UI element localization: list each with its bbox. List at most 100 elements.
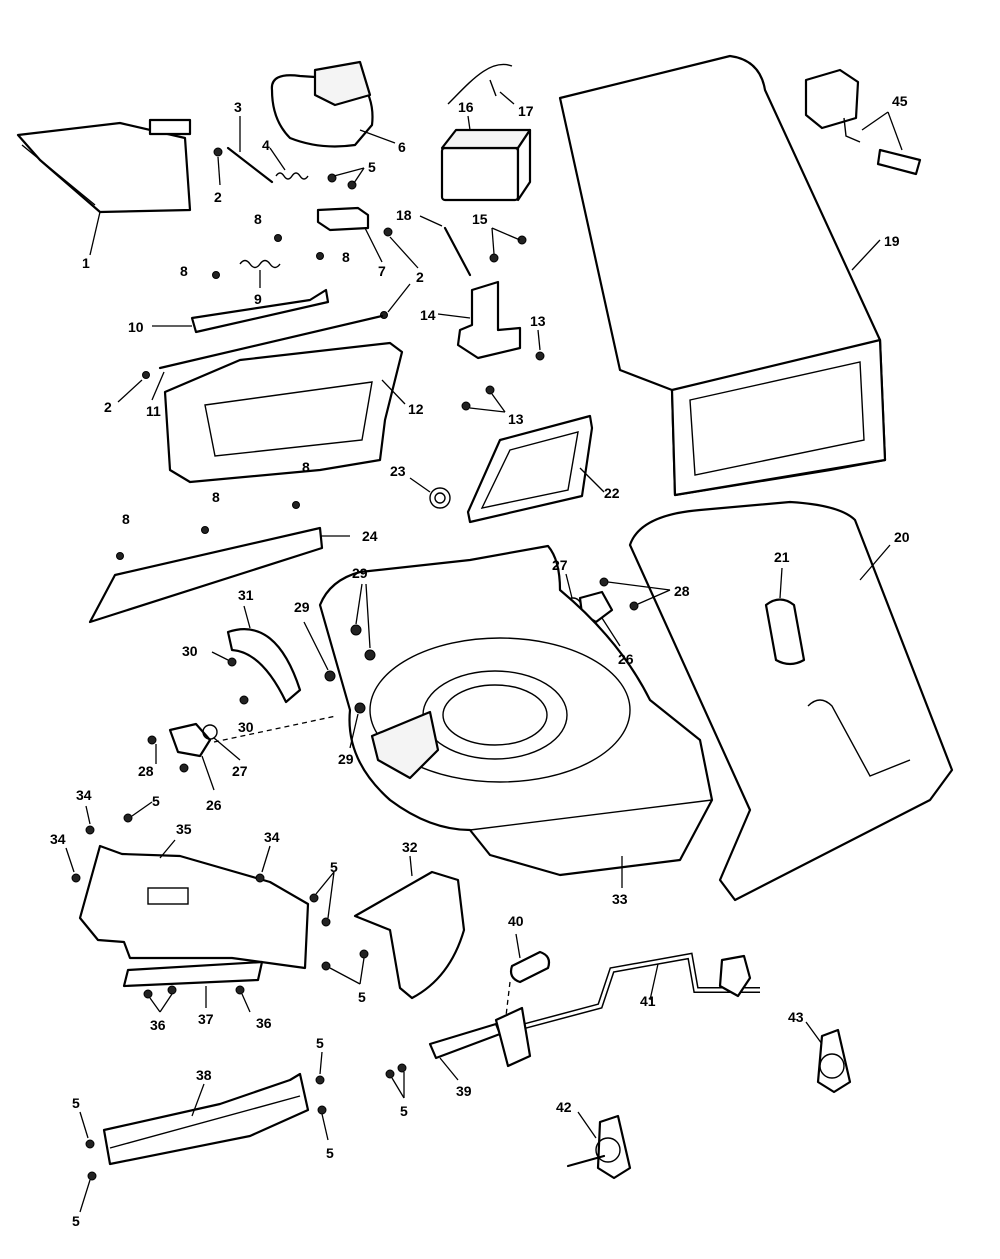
callout-34a: 34 — [76, 787, 92, 803]
part-26-bracket-left — [168, 722, 215, 791]
part-30-screws — [211, 651, 249, 705]
part-16-battery — [440, 115, 532, 202]
part-2-nut-a — [213, 147, 223, 186]
callout-8a: 8 — [254, 211, 262, 227]
callout-8e: 8 — [212, 489, 220, 505]
callout-7: 7 — [378, 263, 386, 279]
callout-5b: 5 — [152, 793, 160, 809]
callout-5g: 5 — [72, 1095, 80, 1111]
part-5-screws-mid — [309, 871, 369, 985]
callout-2c: 2 — [104, 399, 112, 415]
part-2-nut-c — [380, 283, 411, 319]
callout-4: 4 — [262, 137, 270, 153]
callout-labels: 1 2 2 2 3 4 5 5 5 5 5 5 5 5 5 6 7 8 8 8 … — [50, 93, 910, 1229]
callout-40: 40 — [508, 913, 524, 929]
part-10-hinge-bracket — [152, 288, 330, 334]
callout-36b: 36 — [256, 1015, 272, 1031]
part-5-screws-bottom — [79, 1051, 329, 1213]
callout-5c: 5 — [330, 859, 338, 875]
callout-5d: 5 — [358, 989, 366, 1005]
callout-8f: 8 — [122, 511, 130, 527]
part-21-slot — [764, 567, 806, 666]
callout-45: 45 — [892, 93, 908, 109]
part-1-deflector — [16, 118, 192, 256]
callout-14: 14 — [420, 307, 436, 323]
callout-12: 12 — [408, 401, 424, 417]
callout-2b: 2 — [416, 269, 424, 285]
part-35-chute-housing — [78, 839, 310, 970]
callout-5e: 5 — [316, 1035, 324, 1051]
part-2-nut-d — [117, 371, 150, 403]
callout-26a: 26 — [618, 651, 634, 667]
callout-28a: 28 — [674, 583, 690, 599]
part-32-rear-flap — [353, 855, 466, 1000]
part-4-spring — [269, 147, 309, 180]
callout-13a: 13 — [530, 313, 546, 329]
callout-32: 32 — [402, 839, 418, 855]
callout-10: 10 — [128, 319, 144, 335]
callout-16: 16 — [458, 99, 474, 115]
part-38-rear-skirt — [102, 1072, 310, 1166]
callout-18: 18 — [396, 207, 412, 223]
part-15-screws — [489, 227, 527, 263]
callout-39: 39 — [456, 1083, 472, 1099]
part-18-bolt — [419, 215, 472, 277]
part-42-height-adjuster — [566, 1111, 632, 1180]
callout-43: 43 — [788, 1009, 804, 1025]
callout-23: 23 — [390, 463, 406, 479]
callout-2a: 2 — [214, 189, 222, 205]
callout-5h: 5 — [72, 1213, 80, 1229]
part-13-nuts — [461, 329, 545, 413]
callout-8d: 8 — [302, 459, 310, 475]
part-43-height-adjuster — [805, 1021, 852, 1094]
callout-19: 19 — [884, 233, 900, 249]
callout-6: 6 — [398, 139, 406, 155]
part-33-deck — [318, 544, 714, 888]
part-24-plate — [88, 526, 350, 624]
part-9-spring — [239, 259, 281, 288]
callout-34b: 34 — [50, 831, 66, 847]
part-37-skid-strip — [122, 960, 264, 1008]
callout-29a: 29 — [352, 565, 368, 581]
part-45-charger — [804, 68, 922, 176]
callout-22: 22 — [604, 485, 620, 501]
callout-27a: 27 — [552, 557, 568, 573]
callout-29b: 29 — [294, 599, 310, 615]
part-11-rod — [151, 314, 384, 401]
part-8-screws-upper — [212, 234, 324, 279]
callout-11: 11 — [146, 403, 161, 419]
part-19-grass-bag — [558, 54, 887, 497]
part-3-rod — [226, 116, 274, 184]
callout-13b: 13 — [508, 411, 524, 427]
part-20-bag-frame — [628, 500, 954, 902]
part-41-axle-rod — [509, 952, 760, 1033]
callout-8b: 8 — [342, 249, 350, 265]
callout-37: 37 — [198, 1011, 214, 1027]
callout-38: 38 — [196, 1067, 212, 1083]
callout-41: 41 — [640, 993, 656, 1009]
part-6-handle — [270, 60, 396, 148]
part-36-screws — [143, 985, 251, 1013]
part-39-lever-bracket — [428, 1006, 532, 1081]
part-12-rear-door — [163, 341, 406, 484]
callout-5a: 5 — [368, 159, 376, 175]
callout-3: 3 — [234, 99, 242, 115]
callout-27b: 27 — [232, 763, 248, 779]
callout-8c: 8 — [180, 263, 188, 279]
callout-1: 1 — [82, 255, 90, 271]
callout-5i: 5 — [400, 1103, 408, 1119]
callout-20: 20 — [894, 529, 910, 545]
part-34-nuts — [65, 805, 271, 883]
callout-5f: 5 — [326, 1145, 334, 1161]
part-2-nut-b — [383, 227, 419, 269]
part-7-bracket — [316, 206, 383, 263]
part-5-screws-39 — [385, 1063, 407, 1099]
callout-26b: 26 — [206, 797, 222, 813]
part-5-screws-top — [327, 167, 365, 190]
callout-17: 17 — [518, 103, 534, 119]
callout-42: 42 — [556, 1099, 572, 1115]
callout-24: 24 — [362, 528, 378, 544]
part-28-screws-right — [599, 577, 671, 611]
